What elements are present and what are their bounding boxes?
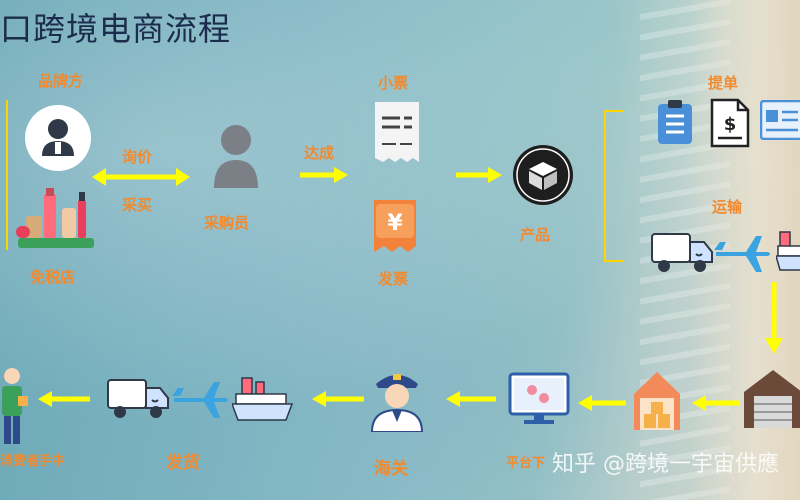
receipt-icon xyxy=(375,102,419,162)
arrow-down-warehouse xyxy=(765,282,783,354)
label-negotiate: 询价 xyxy=(122,148,153,166)
right-bracket xyxy=(604,110,624,262)
left-bracket xyxy=(6,100,8,250)
id-card-icon xyxy=(760,100,800,140)
label-platform: 平台下 xyxy=(506,456,546,471)
label-agree: 达成 xyxy=(304,144,335,162)
double-arrow-brand-buyer xyxy=(92,168,190,186)
arrow-house-platform xyxy=(578,395,626,411)
customs-officer-icon xyxy=(370,374,424,432)
invoice-yen-icon: ¥ xyxy=(374,200,416,252)
cosmetics-icon xyxy=(16,188,94,248)
warehouse-icon xyxy=(744,370,800,428)
label-brand: 品牌方 xyxy=(38,72,84,90)
platform-monitor-icon xyxy=(508,372,570,424)
arrow-warehouse-house xyxy=(692,395,740,411)
label-consumer: 消费者手中 xyxy=(0,454,66,469)
label-bill: 提单 xyxy=(708,74,739,92)
page-title: 口跨境电商流程 xyxy=(0,10,232,48)
consumer-person-icon xyxy=(2,368,28,444)
product-box-icon xyxy=(513,145,573,205)
label-buyer: 采购员 xyxy=(204,214,250,232)
clipboard-icon xyxy=(658,100,692,144)
svg-text:$: $ xyxy=(724,114,737,135)
label-product: 产品 xyxy=(520,226,551,244)
label-customs: 海关 xyxy=(374,459,408,479)
label-purchase: 采买 xyxy=(122,196,153,214)
airplane-icon-bottom xyxy=(172,382,228,418)
cargo-ship-icon-bottom xyxy=(232,377,294,421)
label-transport: 运输 xyxy=(712,198,743,216)
arrow-buyer-docs xyxy=(300,167,348,183)
cargo-ship-icon xyxy=(776,231,800,271)
arrow-ship-consumer xyxy=(38,391,90,407)
arrow-customs-ship xyxy=(312,391,364,407)
arrow-docs-product xyxy=(456,167,502,183)
truck-icon-bottom xyxy=(107,379,169,418)
label-ticket: 小票 xyxy=(378,74,409,92)
label-invoice: 发票 xyxy=(378,270,409,288)
airplane-icon xyxy=(714,236,770,272)
brand-person-icon xyxy=(25,105,91,171)
label-ship: 发货 xyxy=(166,453,200,473)
buyer-person-icon xyxy=(214,125,258,188)
truck-icon xyxy=(651,233,713,272)
watermark: 知乎 @跨境一宇宙供應 xyxy=(552,452,779,477)
svg-text:¥: ¥ xyxy=(387,211,403,236)
label-duty-free: 免税店 xyxy=(30,268,76,286)
arrow-platform-customs xyxy=(446,391,496,407)
house-boxes-icon xyxy=(634,372,680,430)
dollar-document-icon: $ xyxy=(710,98,750,148)
